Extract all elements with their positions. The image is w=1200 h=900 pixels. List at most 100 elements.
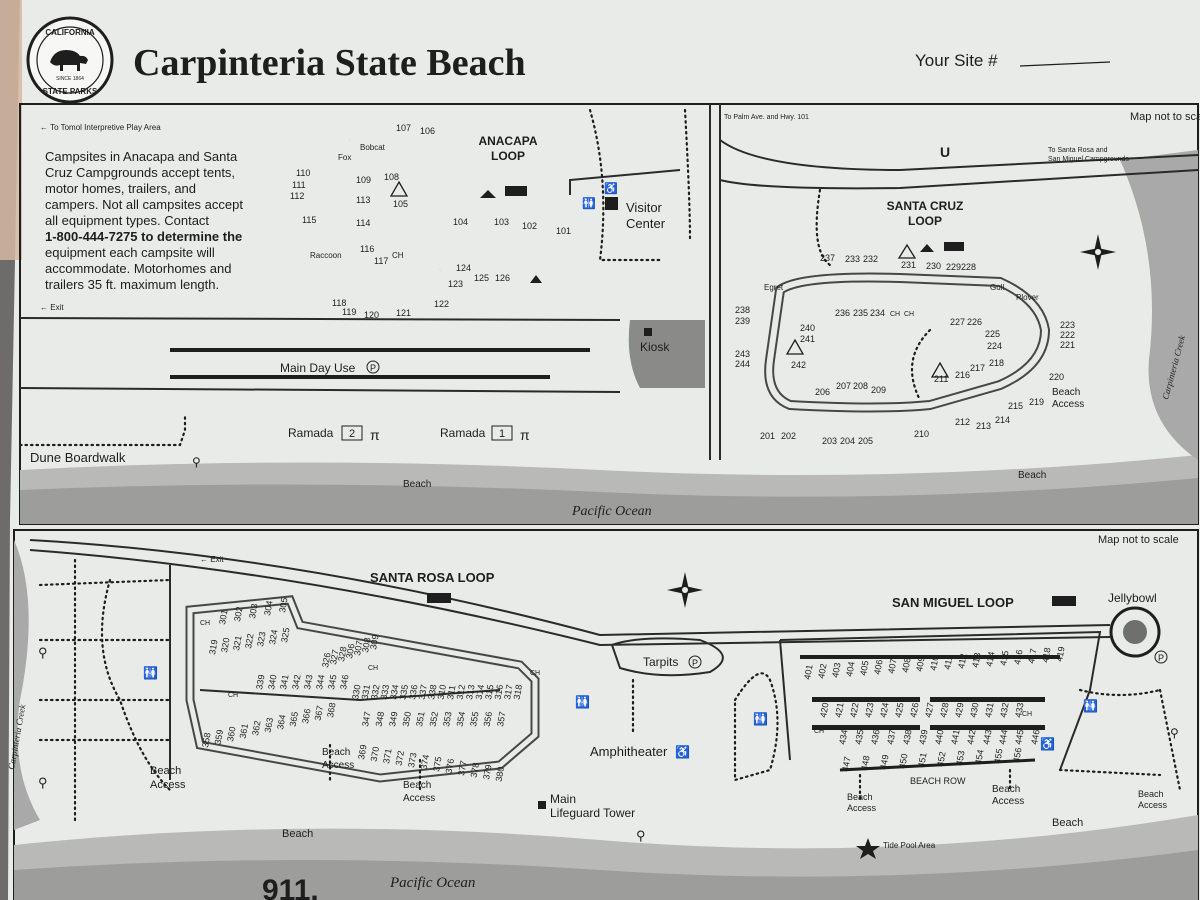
upper-map: Map not to scale Campsites in Anacapa an… <box>18 103 1200 525</box>
site-number: 431 <box>983 702 995 719</box>
site-number: 109 <box>356 175 371 185</box>
site-number: 210 <box>914 429 929 439</box>
site-number: 206 <box>815 387 830 397</box>
parking-row <box>170 375 550 379</box>
main-day-use-label: Main Day Use <box>280 361 356 375</box>
santa-cruz-label: SANTA CRUZ <box>887 199 964 213</box>
santa-rosa-spur <box>199 689 501 702</box>
thumb <box>0 0 22 260</box>
upper-scale-note: Map not to scale <box>1130 111 1200 123</box>
site-number: 355 <box>468 711 480 728</box>
site-number: 365 <box>288 711 300 728</box>
site-number: 333 <box>379 684 391 701</box>
restroom-icon: 🚻 <box>1083 699 1098 713</box>
info-line: Cruz Campgrounds accept tents, <box>45 165 235 180</box>
beach-access-label: Beach <box>992 784 1020 795</box>
parking-row <box>170 348 590 352</box>
info-line-phone: 1-800-444-7275 to determine the <box>45 229 242 244</box>
site-number: 324 <box>267 629 279 646</box>
site-number: 104 <box>453 217 468 227</box>
to-palm-label: To Palm Ave. and Hwy. 101 <box>724 114 809 121</box>
beach-access-label: Access <box>992 796 1024 807</box>
info-line: equipment each campsite will <box>45 245 215 260</box>
ramada-number: 1 <box>499 428 505 440</box>
site-number: 310 <box>436 684 448 701</box>
jellybowl-label: Jellybowl <box>1108 591 1157 605</box>
trail <box>588 108 692 262</box>
ramada-number: 2 <box>349 428 355 440</box>
trail <box>815 188 932 402</box>
site-number: 379 <box>481 764 493 781</box>
site-number: 108 <box>384 172 399 182</box>
lower-ocean <box>14 850 1198 900</box>
site-number: 435 <box>853 729 865 746</box>
kiosk-icon <box>644 328 652 336</box>
state-parks-logo: CALIFORNIA STATE PARKS SINCE 1864 <box>26 16 114 104</box>
site-number: 103 <box>494 217 509 227</box>
site-number: 212 <box>955 417 970 427</box>
parking-icon: P <box>1158 653 1164 663</box>
site-number: 441 <box>949 729 961 746</box>
lower-main-road <box>29 549 1111 647</box>
info-line: Campsites in Anacapa and Santa <box>45 149 238 164</box>
site-number: 119 <box>342 307 356 317</box>
site-number: 202 <box>781 431 796 441</box>
site-number: 349 <box>387 711 399 728</box>
tarpits-area <box>610 637 724 677</box>
beach-access-label: Beach <box>403 780 431 791</box>
site-row-bar <box>930 725 1045 730</box>
ramada-label: Ramada <box>440 426 486 440</box>
site-number: 429 <box>953 702 965 719</box>
site-number: 126 <box>495 273 510 283</box>
site-number: 339 <box>254 674 266 691</box>
lifeguard-label: Main <box>550 792 576 806</box>
site-number: 407 <box>886 658 898 675</box>
restroom-icon: 🚻 <box>753 712 768 726</box>
exit-label-lower: ← Exit <box>200 555 224 564</box>
site-row-bar <box>812 697 920 702</box>
site-number: 377 <box>456 760 468 777</box>
beach-row-road <box>839 758 1036 772</box>
page-title: Carpinteria State Beach <box>133 42 526 84</box>
comfort-station-label: CH <box>1022 711 1032 718</box>
trail <box>38 558 172 822</box>
site-number: 236 <box>835 308 850 318</box>
site-number: 117 <box>374 256 388 266</box>
site-number: 241 <box>800 334 815 344</box>
site-number: 408 <box>900 657 912 674</box>
site-number: 204 <box>840 436 855 446</box>
santa-cruz-site-numbers: 237 233 232 231 230 229 228 238 239 236 … <box>735 253 1075 446</box>
site-number: 317 <box>502 684 514 701</box>
anacapa-label: ANACAPA <box>478 134 537 148</box>
site-number: 404 <box>844 661 856 678</box>
picnic-table-icon: π <box>370 427 380 443</box>
site-number: 315 <box>483 684 495 701</box>
site-number: 354 <box>455 711 467 728</box>
site-number: 426 <box>908 702 920 719</box>
beach-access-label: Beach <box>1052 387 1080 398</box>
kiosk-label: Kiosk <box>640 340 670 354</box>
site-number: 102 <box>522 221 537 231</box>
site-number: 120 <box>364 310 379 320</box>
u-turn-icon: U <box>940 144 950 160</box>
site-number: 374 <box>419 754 431 771</box>
site-number: 322 <box>243 633 255 650</box>
site-number: 332 <box>369 684 381 701</box>
site-number: 356 <box>482 711 494 728</box>
site-number: 338 <box>426 684 438 701</box>
site-number: 306 <box>344 643 356 660</box>
site-number: 116 <box>360 244 374 254</box>
site-number: 110 <box>296 168 310 178</box>
site-number: 229 <box>946 262 961 272</box>
visitor-center-label: Center <box>626 216 666 231</box>
site-number: 224 <box>987 341 1002 351</box>
ramada-box <box>341 425 363 441</box>
site-number: 208 <box>853 381 868 391</box>
restroom-icon: 🚻 <box>143 666 158 680</box>
site-number: 209 <box>871 385 886 395</box>
trail <box>328 743 1012 802</box>
loop-name-bobcat: Bobcat <box>360 143 386 152</box>
site-number: 423 <box>863 702 875 719</box>
site-number: 244 <box>735 359 750 369</box>
site-number: 231 <box>901 260 916 270</box>
